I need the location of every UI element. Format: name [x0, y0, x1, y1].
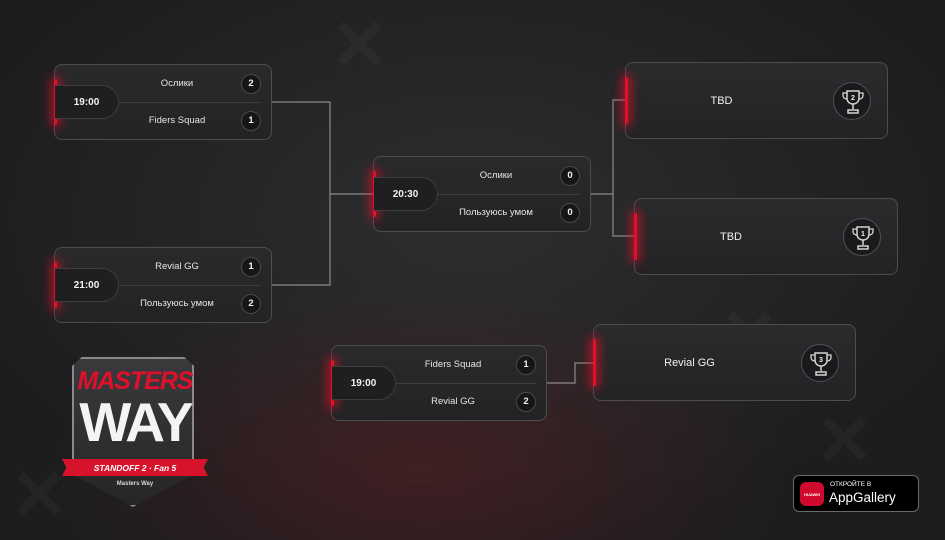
team-name: Пользуюсь умом	[140, 298, 214, 309]
accent-bar	[593, 339, 596, 386]
team-name: Fiders Squad	[148, 115, 206, 126]
team-score: 0	[560, 165, 580, 186]
place-number: 1	[861, 231, 865, 238]
team-score: 1	[241, 256, 261, 277]
logo-line-1: MASTERS	[77, 367, 193, 395]
team-name: Пользуюсь умом	[459, 207, 533, 218]
result-card-third-place[interactable]: Revial GG 3	[593, 324, 856, 401]
logo-line-2: WAY	[79, 391, 193, 453]
match-card-third-place[interactable]: 19:00 Fiders Squad 1 Revial GG 2	[331, 345, 547, 421]
trophy-icon: 1	[843, 217, 881, 256]
accent-bar	[625, 77, 628, 124]
badge-caption: ОТКРОЙТЕ В	[830, 481, 872, 488]
result-card-second-place[interactable]: TBD 2	[625, 62, 888, 139]
match-time: 21:00	[55, 268, 119, 302]
winner-name: TBD	[710, 94, 733, 107]
team-score: 2	[241, 293, 261, 314]
place-number: 2	[851, 95, 855, 102]
divider	[366, 383, 536, 384]
result-card-first-place[interactable]: TBD 1	[634, 198, 898, 275]
place-number: 3	[819, 357, 823, 364]
team-name: Revial GG	[155, 261, 199, 272]
team-name: Revial GG	[431, 396, 475, 407]
logo-ribbon: STANDOFF 2 · Fan 5	[62, 459, 208, 476]
divider	[89, 102, 261, 103]
divider	[89, 285, 261, 286]
team-score: 2	[516, 391, 536, 412]
huawei-icon: HUAWEI	[800, 482, 824, 506]
accent-bar	[634, 213, 637, 260]
team-score: 1	[516, 354, 536, 375]
team-score: 2	[241, 73, 261, 94]
logo-shield	[72, 357, 194, 507]
badge-store-name: AppGallery	[829, 490, 896, 505]
team-score: 0	[560, 202, 580, 223]
trophy-icon: 3	[801, 343, 839, 382]
match-time: 19:00	[332, 366, 396, 400]
logo-mini-text: Masters Way	[116, 481, 154, 487]
match-card-semifinal-1[interactable]: 19:00 Ослики 2 Fiders Squad 1	[54, 64, 272, 140]
team-name: Ослики	[479, 170, 513, 181]
divider	[408, 194, 580, 195]
team-name: Ослики	[160, 78, 194, 89]
match-time: 20:30	[374, 177, 438, 211]
appgallery-badge[interactable]: HUAWEI ОТКРОЙТЕ В AppGallery	[793, 475, 919, 512]
team-name: Fiders Squad	[424, 359, 482, 370]
match-card-semifinal-2[interactable]: 21:00 Revial GG 1 Пользуюсь умом 2	[54, 247, 272, 323]
winner-name: TBD	[720, 230, 742, 243]
match-card-final[interactable]: 20:30 Ослики 0 Пользуюсь умом 0	[373, 156, 591, 232]
trophy-icon: 2	[833, 81, 871, 120]
team-score: 1	[241, 110, 261, 131]
masters-way-logo: MASTERS WAY STANDOFF 2 · Fan 5 Masters W…	[62, 357, 208, 509]
winner-name: Revial GG	[664, 356, 715, 369]
match-time: 19:00	[55, 85, 119, 119]
